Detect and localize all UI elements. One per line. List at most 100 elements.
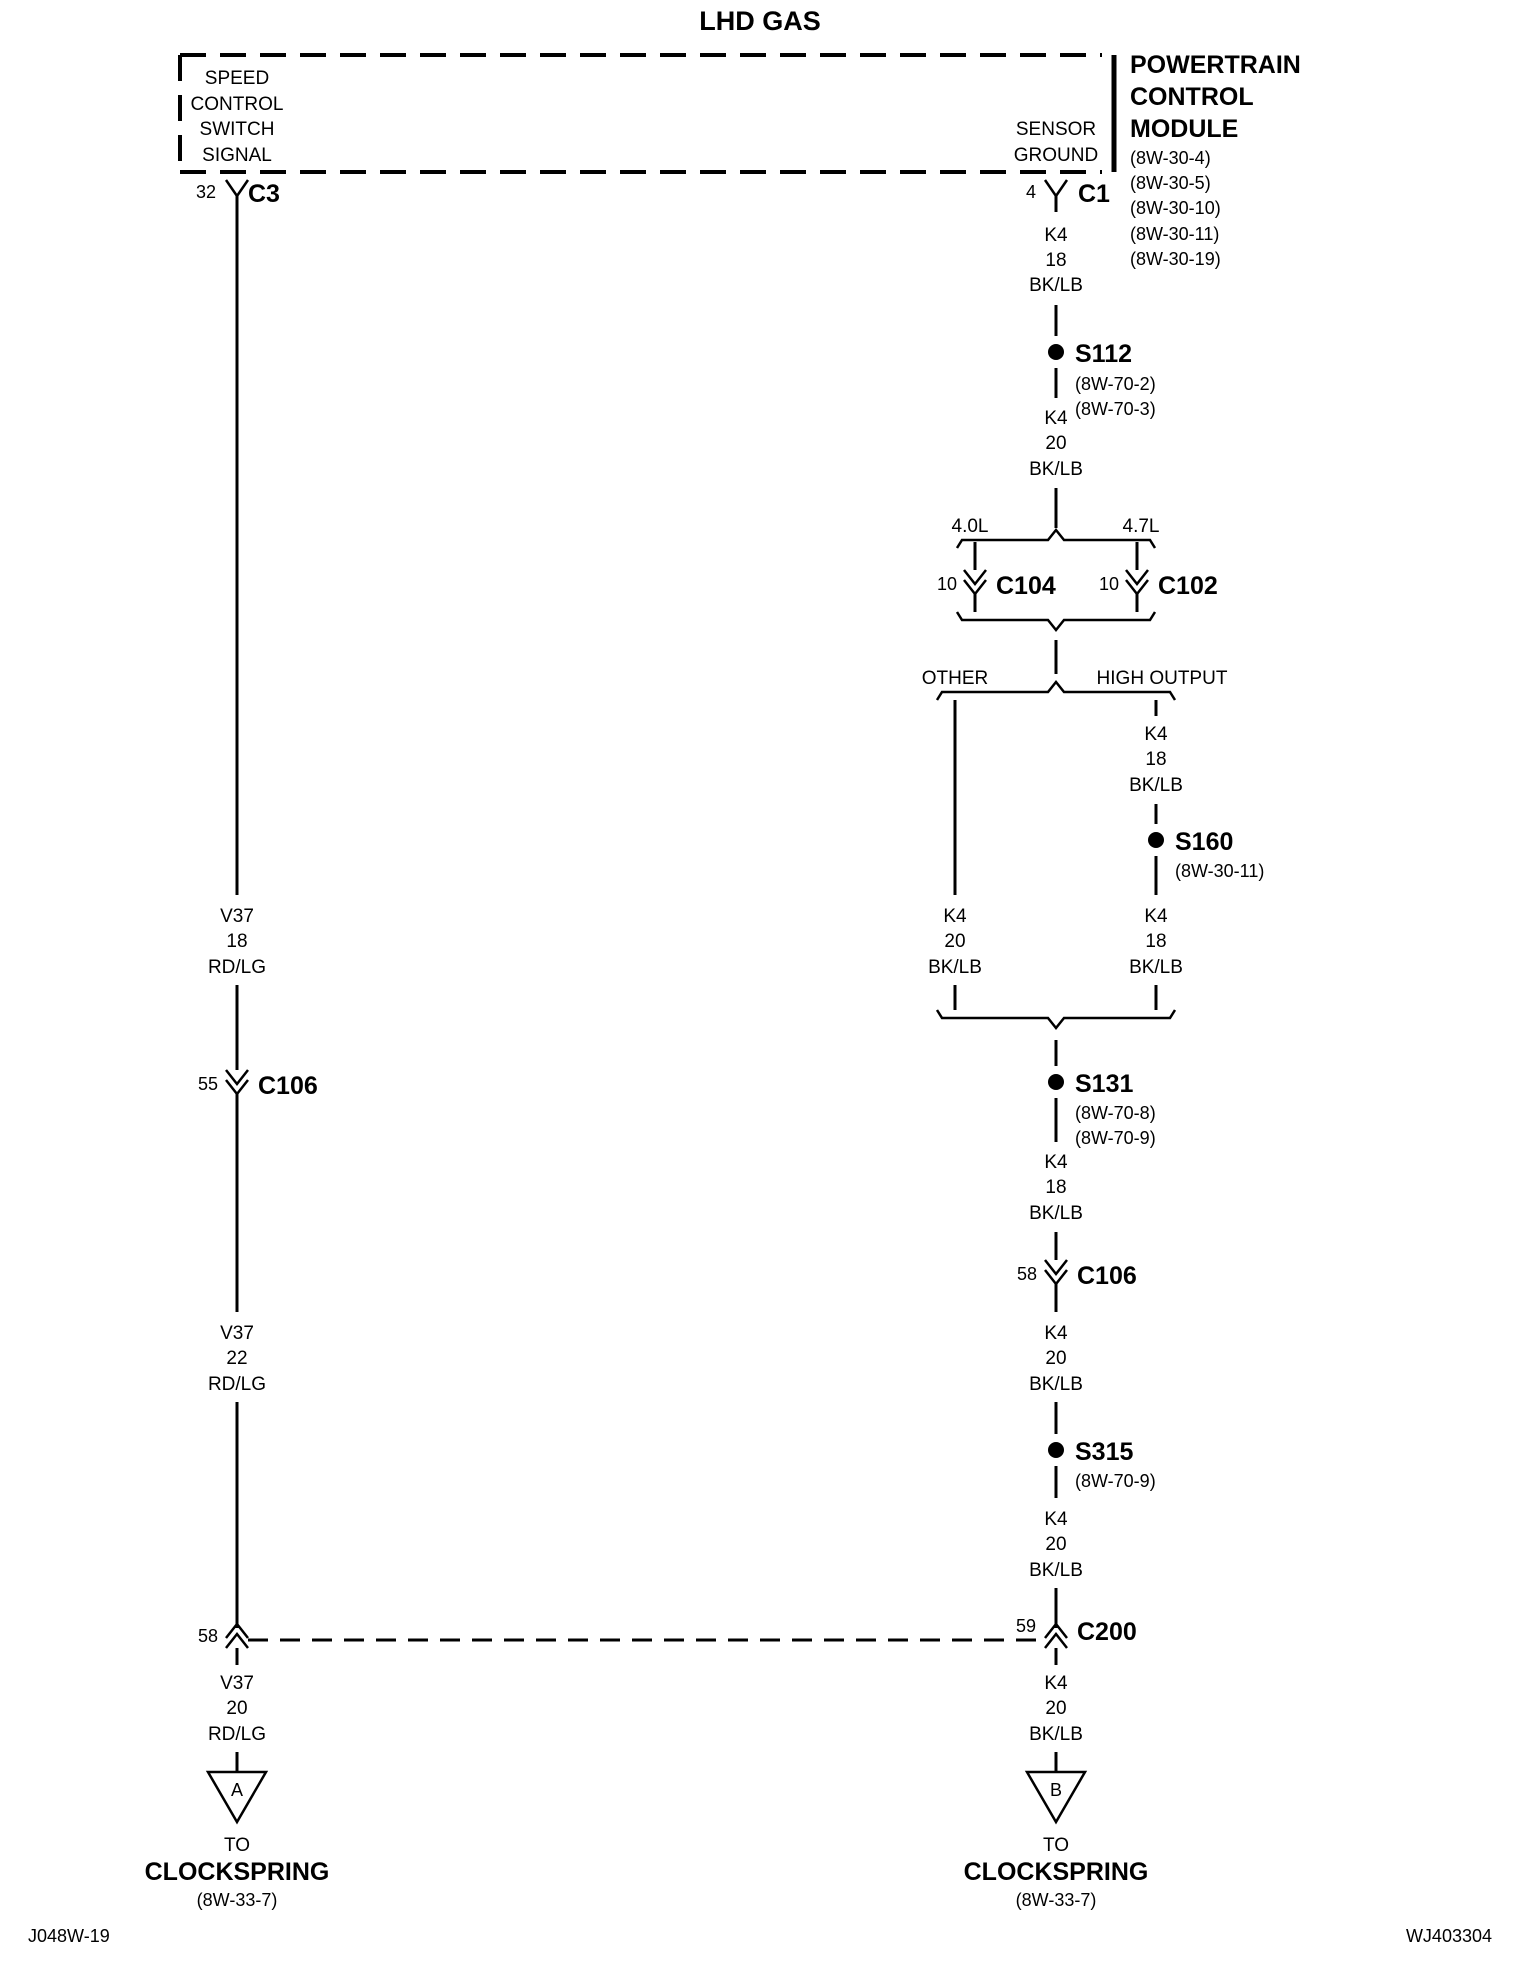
svg-text:(8W-70-9): (8W-70-9) [1075, 1128, 1156, 1148]
svg-text:CONTROL: CONTROL [191, 94, 284, 115]
wire-label-k4-20-a: K4 20 BK/LB [1029, 408, 1083, 480]
svg-text:(8W-30-11): (8W-30-11) [1175, 861, 1264, 881]
svg-text:BK/LB: BK/LB [1029, 1203, 1083, 1224]
clockspring-destination-b: CLOCKSPRING [964, 1858, 1149, 1886]
svg-text:32: 32 [196, 182, 216, 202]
wire-label-k4-18-a: K4 18 BK/LB [1029, 225, 1083, 296]
svg-text:58: 58 [1017, 1264, 1037, 1284]
svg-text:SENSOR: SENSOR [1016, 119, 1096, 140]
engine-rejoin-brace [955, 611, 1157, 633]
svg-text:B: B [1050, 1780, 1062, 1800]
svg-text:20: 20 [1045, 433, 1066, 454]
footer-right-code: WJ403304 [1406, 1926, 1492, 1946]
svg-text:K4: K4 [1044, 225, 1068, 246]
wire-label-k4-20-b: K4 20 BK/LB [1029, 1323, 1083, 1395]
svg-text:10: 10 [1099, 574, 1119, 594]
wire-label-v37-22: V37 22 RD/LG [208, 1323, 266, 1395]
terminal-b: B [1024, 1770, 1088, 1825]
connector-c1: 4 C1 [1026, 179, 1110, 208]
svg-text:18: 18 [1145, 749, 1166, 770]
svg-text:SWITCH: SWITCH [200, 119, 275, 140]
option-other: OTHER [922, 668, 989, 689]
option-4-7l: 4.7L [1123, 516, 1160, 537]
connector-c3: 32 C3 [196, 179, 280, 208]
svg-text:BK/LB: BK/LB [1129, 957, 1183, 978]
clockspring-destination-a: CLOCKSPRING [145, 1858, 330, 1886]
svg-text:(8W-70-8): (8W-70-8) [1075, 1103, 1156, 1123]
pcm-name: POWERTRAIN CONTROL MODULE [1130, 51, 1301, 143]
svg-text:SPEED: SPEED [205, 68, 269, 89]
clockspring-ref-b: (8W-33-7) [1016, 1890, 1097, 1910]
svg-text:18: 18 [1145, 931, 1166, 952]
option-high-output: HIGH OUTPUT [1097, 668, 1228, 689]
svg-text:20: 20 [226, 1698, 247, 1719]
svg-text:(8W-30-5): (8W-30-5) [1130, 173, 1211, 193]
svg-text:59: 59 [1016, 1616, 1036, 1636]
svg-text:C1: C1 [1078, 180, 1110, 208]
svg-text:K4: K4 [1044, 1673, 1068, 1694]
svg-text:K4: K4 [943, 906, 967, 927]
svg-text:(8W-70-3): (8W-70-3) [1075, 399, 1156, 419]
svg-text:(8W-70-2): (8W-70-2) [1075, 374, 1156, 394]
svg-text:(8W-30-4): (8W-30-4) [1130, 148, 1211, 168]
svg-text:55: 55 [198, 1074, 218, 1094]
svg-text:K4: K4 [1144, 724, 1168, 745]
svg-text:RD/LG: RD/LG [208, 957, 266, 978]
wire-label-k4-20-d: K4 20 BK/LB [1029, 1673, 1083, 1745]
left-circuit: 32 C3 V37 18 RD/LG 55 C106 V37 22 RD/LG … [145, 179, 330, 1910]
svg-text:C106: C106 [1077, 1262, 1137, 1290]
engine-option-brace: 4.0L 4.7L [952, 516, 1160, 549]
svg-text:20: 20 [1045, 1348, 1066, 1369]
svg-text:CONTROL: CONTROL [1130, 83, 1254, 111]
pcm-box [178, 53, 1117, 174]
svg-text:(8W-70-9): (8W-70-9) [1075, 1471, 1156, 1491]
splice-s112: S112 (8W-70-2) (8W-70-3) [1048, 340, 1156, 419]
svg-text:C102: C102 [1158, 572, 1218, 600]
svg-text:S112: S112 [1075, 340, 1132, 368]
svg-text:S131: S131 [1075, 1070, 1133, 1098]
svg-text:4: 4 [1026, 182, 1036, 202]
svg-text:20: 20 [944, 931, 965, 952]
svg-text:BK/LB: BK/LB [1029, 1374, 1083, 1395]
wire-label-k4-18-b: K4 18 BK/LB [1029, 1152, 1083, 1224]
svg-text:K4: K4 [1044, 1323, 1068, 1344]
option-4-0l: 4.0L [952, 516, 989, 537]
svg-text:A: A [231, 1780, 243, 1800]
svg-text:K4: K4 [1144, 906, 1168, 927]
svg-text:20: 20 [1045, 1698, 1066, 1719]
svg-text:K4: K4 [1044, 408, 1068, 429]
svg-text:C200: C200 [1077, 1618, 1137, 1646]
svg-text:(8W-30-11): (8W-30-11) [1130, 224, 1219, 244]
right-circuit: 4 C1 K4 18 BK/LB S112 (8W-70-2) (8W-70-3… [922, 179, 1264, 1910]
wire-label-v37-18: V37 18 RD/LG [208, 906, 266, 978]
speed-control-switch-signal-label: SPEED CONTROL SWITCH SIGNAL [191, 68, 284, 166]
svg-text:(8W-30-10): (8W-30-10) [1130, 198, 1221, 218]
svg-text:18: 18 [226, 931, 247, 952]
svg-text:BK/LB: BK/LB [1029, 1560, 1083, 1581]
svg-text:GROUND: GROUND [1014, 145, 1098, 166]
svg-text:BK/LB: BK/LB [1029, 459, 1083, 480]
wire-label-k4-20-c: K4 20 BK/LB [1029, 1509, 1083, 1581]
wire-label-k4-18-ho1: K4 18 BK/LB [1129, 724, 1183, 796]
svg-text:BK/LB: BK/LB [928, 957, 982, 978]
svg-text:10: 10 [937, 574, 957, 594]
svg-text:22: 22 [226, 1348, 247, 1369]
svg-text:BK/LB: BK/LB [1129, 775, 1183, 796]
svg-text:20: 20 [1045, 1534, 1066, 1555]
footer-left-code: J048W-19 [28, 1926, 110, 1946]
connector-c106-right: 58 C106 [1017, 1259, 1137, 1290]
splice-s315: S315 (8W-70-9) [1048, 1438, 1156, 1491]
svg-text:V37: V37 [220, 1323, 254, 1344]
svg-text:18: 18 [1045, 250, 1066, 271]
svg-text:18: 18 [1045, 1177, 1066, 1198]
svg-text:SIGNAL: SIGNAL [202, 145, 272, 166]
splice-s131: S131 (8W-70-8) (8W-70-9) [1048, 1070, 1156, 1148]
to-label-b: TO [1043, 1835, 1069, 1856]
svg-text:RD/LG: RD/LG [208, 1724, 266, 1745]
output-rejoin-brace [935, 1009, 1177, 1031]
wire-label-k4-20-other: K4 20 BK/LB [928, 906, 982, 978]
svg-text:MODULE: MODULE [1130, 115, 1238, 143]
connector-c200-left: 58 [198, 1621, 249, 1649]
wire-label-v37-20: V37 20 RD/LG [208, 1673, 266, 1745]
